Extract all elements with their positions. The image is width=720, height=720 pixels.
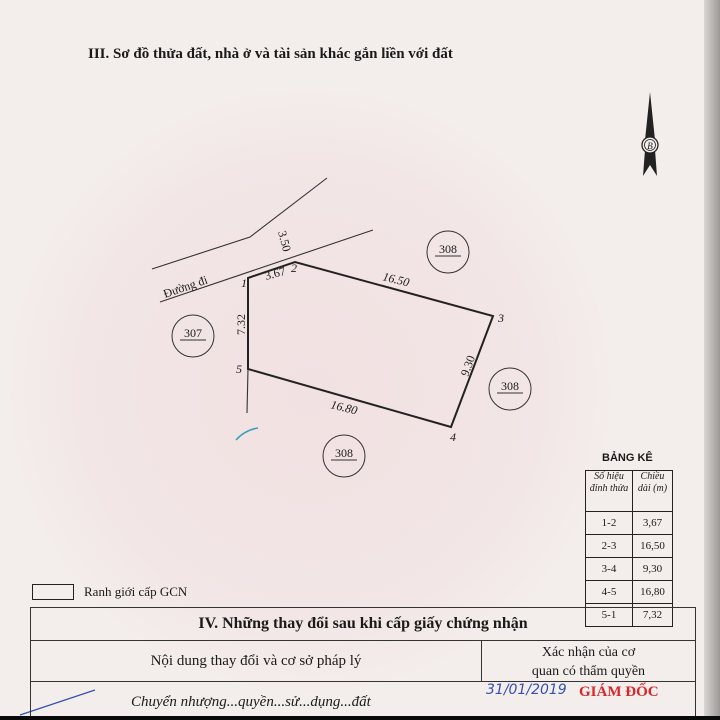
neighbor-307: 307 — [171, 314, 215, 358]
vertex-5: 5 — [236, 362, 242, 376]
col-confirm-header: Xác nhận của cơ quan có thẩm quyền — [531, 645, 646, 679]
scan-edge — [0, 716, 720, 720]
page-edge — [704, 0, 720, 720]
legend-label: Ranh giới cấp GCN — [84, 584, 188, 599]
boundary-legend-icon — [32, 584, 74, 600]
stamp-title: GIÁM ĐỐC — [579, 684, 659, 700]
legend: Ranh giới cấp GCN — [32, 584, 187, 600]
col-content-header: Nội dung thay đổi và cơ sở pháp lý — [31, 641, 482, 681]
section4-table: IV. Những thay đổi sau khi cấp giấy chứn… — [30, 607, 696, 716]
vertex-2: 2 — [291, 261, 297, 275]
road-width: 3.50 — [275, 229, 294, 253]
edge-2-3: 16.50 — [381, 269, 411, 289]
svg-text:308: 308 — [335, 446, 353, 460]
entry-date: 31/01/2019 — [486, 682, 567, 698]
section3-title: III. Sơ đồ thửa đất, nhà ở và tài sản kh… — [88, 46, 453, 62]
bang-ke-title: BẢNG KÊ — [602, 452, 653, 464]
road-label: Đường đi — [161, 272, 210, 300]
vertex-4: 4 — [450, 430, 456, 444]
svg-text:307: 307 — [184, 326, 202, 340]
entry-text: Chuyển nhượng...quyền...sử...dụng...đất — [131, 694, 371, 710]
vertex-3: 3 — [497, 311, 504, 325]
neighbor-308-top: 308 — [426, 230, 470, 274]
edge-5-1: 7.32 — [234, 314, 248, 335]
svg-text:308: 308 — [439, 242, 457, 256]
header-vertex: Số hiệu đỉnh thửa — [585, 470, 633, 512]
neighbor-308-bottom: 308 — [322, 434, 366, 478]
svg-text:B: B — [647, 141, 653, 151]
edge-3-4: 9.30 — [458, 354, 478, 379]
neighbor-308-right: 308 — [488, 367, 532, 411]
parcel-boundary — [247, 260, 495, 429]
svg-text:308: 308 — [501, 379, 519, 393]
edge-4-5: 16.80 — [329, 397, 359, 417]
section4-title: IV. Những thay đổi sau khi cấp giấy chứn… — [31, 608, 695, 641]
north-arrow-icon: B — [641, 92, 659, 176]
edge-1-2: 3.67 — [263, 264, 287, 283]
header-length: Chiều dài (m) — [632, 470, 673, 512]
vertex-1: 1 — [241, 276, 247, 290]
road — [151, 177, 374, 303]
watermark — [0, 80, 620, 700]
